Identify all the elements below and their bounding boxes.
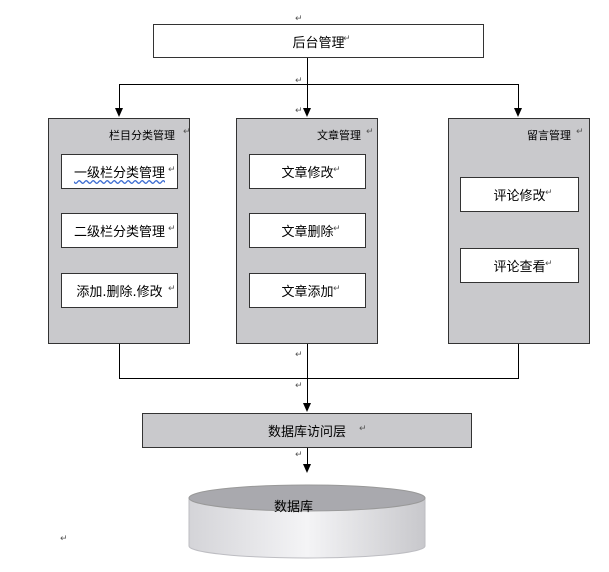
dal-label: 数据库访问层 xyxy=(267,425,346,440)
paragraph-mark: ↵ xyxy=(168,165,176,175)
arrow-mid-icon xyxy=(303,108,311,117)
item-label: 一级栏分类管理 xyxy=(73,166,165,181)
item-level2-category: 二级栏分类管理 xyxy=(61,213,178,248)
paragraph-mark: ↵ xyxy=(343,34,351,44)
paragraph-mark: ↵ xyxy=(295,450,303,460)
paragraph-mark: ↵ xyxy=(183,127,191,137)
connector-right-down xyxy=(518,84,519,110)
arrow-right-icon xyxy=(514,108,522,117)
db-label: 数据库 xyxy=(274,500,314,515)
item-comment-edit: 评论修改 xyxy=(460,177,579,212)
dal-box: 数据库访问层 xyxy=(142,413,472,448)
paragraph-mark: ↵ xyxy=(295,350,303,360)
cylinder-body xyxy=(188,497,426,559)
connector-mid-bottom xyxy=(307,344,308,404)
arrow-dal-icon xyxy=(303,403,311,412)
group-title: 文章管理 xyxy=(317,129,361,142)
paragraph-mark: ↵ xyxy=(545,188,553,198)
group-column-category: 栏目分类管理 一级栏分类管理 二级栏分类管理 添加.删除.修改 xyxy=(48,118,190,344)
arrow-db-icon xyxy=(303,464,311,473)
item-label: 文章删除 xyxy=(281,225,334,240)
connector-bottom-horizontal xyxy=(119,378,519,379)
connector-left-up xyxy=(119,344,120,378)
connector-left-down xyxy=(119,84,120,110)
paragraph-mark: ↵ xyxy=(168,284,176,294)
database-cylinder xyxy=(188,484,426,559)
item-comment-view: 评论查看 xyxy=(460,248,579,283)
paragraph-mark: ↵ xyxy=(545,259,553,269)
paragraph-mark: ↵ xyxy=(168,224,176,234)
connector-top-horizontal xyxy=(119,84,519,85)
paragraph-mark: ↵ xyxy=(333,165,341,175)
group-message: 留言管理 评论修改 评论查看 xyxy=(448,118,590,344)
item-label: 添加.删除.修改 xyxy=(76,285,163,300)
item-article-edit: 文章修改 xyxy=(249,154,366,189)
arrow-left-icon xyxy=(115,108,123,117)
paragraph-mark: ↵ xyxy=(333,284,341,294)
paragraph-mark: ↵ xyxy=(366,127,374,137)
item-add-delete-edit: 添加.删除.修改 xyxy=(61,273,178,308)
connector-top-vertical xyxy=(307,58,308,84)
paragraph-mark: ↵ xyxy=(295,381,303,391)
paragraph-mark: ↵ xyxy=(333,224,341,234)
connector-db xyxy=(307,448,308,465)
paragraph-mark: ↵ xyxy=(359,424,367,434)
admin-box: 后台管理 xyxy=(153,24,484,58)
item-article-add: 文章添加 xyxy=(249,273,366,308)
item-label: 文章添加 xyxy=(281,285,334,300)
group-title: 栏目分类管理 xyxy=(109,129,175,142)
paragraph-mark: ↵ xyxy=(60,534,68,544)
cylinder-top xyxy=(188,484,426,512)
paragraph-mark: ↵ xyxy=(576,127,584,137)
item-label: 评论查看 xyxy=(493,260,546,275)
group-title: 留言管理 xyxy=(527,129,571,142)
paragraph-mark: ↵ xyxy=(295,106,303,116)
item-label: 文章修改 xyxy=(281,166,334,181)
group-article: 文章管理 文章修改 文章删除 文章添加 xyxy=(236,118,378,344)
paragraph-mark: ↵ xyxy=(295,76,303,86)
item-level1-category: 一级栏分类管理 xyxy=(61,154,178,189)
item-article-delete: 文章删除 xyxy=(249,213,366,248)
item-label: 二级栏分类管理 xyxy=(73,225,165,240)
connector-right-up xyxy=(518,344,519,378)
connector-mid-down xyxy=(307,84,308,110)
paragraph-mark: ↵ xyxy=(295,14,303,24)
admin-label: 后台管理 xyxy=(292,35,345,51)
item-label: 评论修改 xyxy=(493,189,546,204)
